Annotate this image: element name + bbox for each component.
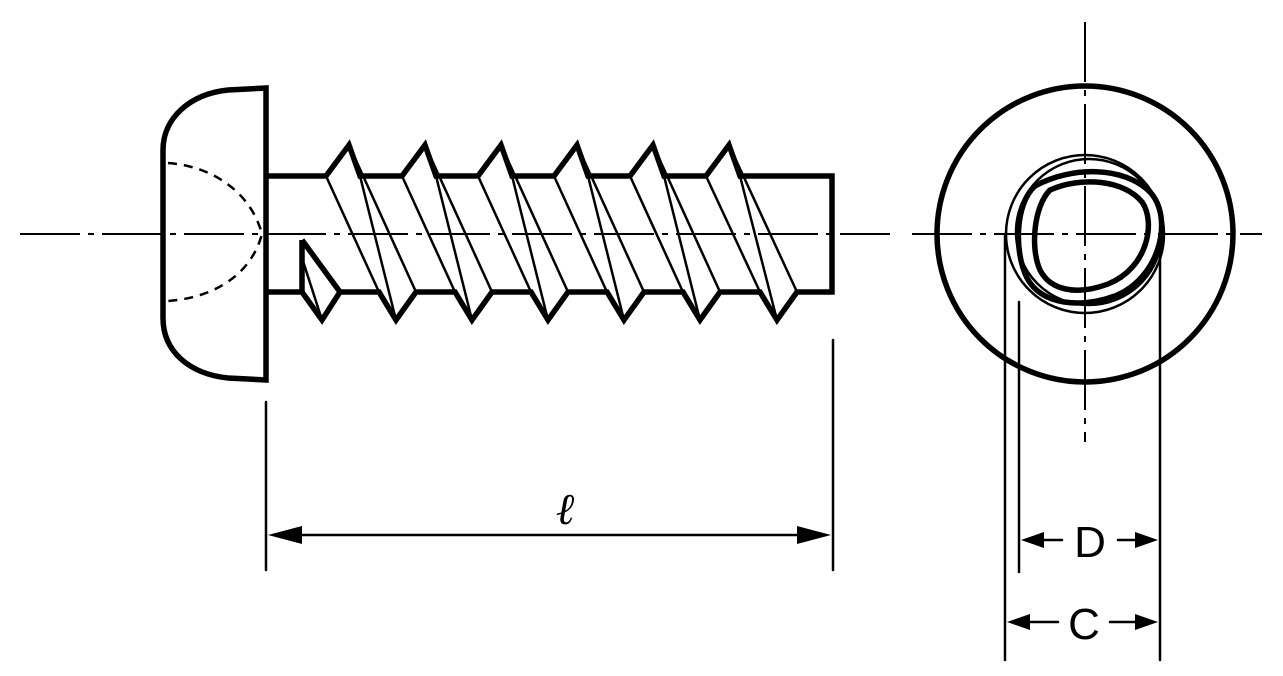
arrowhead-c-right — [1135, 614, 1158, 630]
drive-trilobe-outer — [1015, 169, 1165, 306]
thread-helix-lines — [300, 143, 799, 322]
arrowhead-right — [797, 526, 831, 544]
head-circle — [934, 83, 1236, 385]
length-dimension: ℓ — [264, 338, 835, 572]
d-dimension: D — [1017, 232, 1162, 662]
arrowhead-d-left — [1021, 532, 1044, 548]
side-view: ℓ — [20, 85, 890, 572]
d-label: D — [1074, 518, 1106, 567]
arrowhead-left — [268, 526, 302, 544]
c-label: C — [1068, 600, 1100, 649]
arrowhead-c-left — [1007, 614, 1030, 630]
c-dimension: C — [1003, 232, 1158, 662]
screw-head — [160, 85, 269, 383]
drive-recess-hidden-line — [167, 161, 264, 303]
arrowhead-d-right — [1135, 532, 1158, 548]
thread-start — [299, 238, 343, 294]
drive-trilobe-inner — [1031, 179, 1152, 293]
length-label: ℓ — [557, 484, 576, 535]
end-view: D C — [912, 22, 1262, 662]
